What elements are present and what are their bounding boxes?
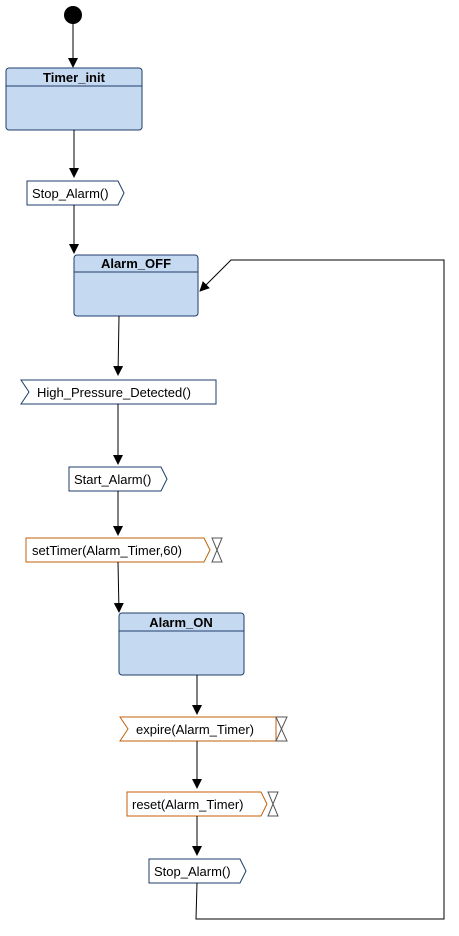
initial-state	[64, 6, 82, 24]
signal-stop-alarm-2-label: Stop_Alarm()	[154, 864, 231, 879]
edge-set-timer-to-alarm-on	[113, 561, 124, 613]
timer-set-timer[interactable]: setTimer(Alarm_Timer,60)	[25, 537, 223, 563]
state-alarm-on[interactable]: Alarm_ON	[118, 612, 245, 676]
edge-alarm-off-to-high-pressure	[113, 315, 124, 376]
signal-stop-alarm-2[interactable]: Stop_Alarm()	[148, 858, 247, 884]
timer-expire-label: expire(Alarm_Timer)	[136, 722, 254, 737]
timer-reset[interactable]: reset(Alarm_Timer)	[126, 791, 279, 817]
timer-set-timer-label: setTimer(Alarm_Timer,60)	[32, 543, 182, 558]
hourglass-icon	[211, 537, 223, 563]
signal-stop-alarm-1-label: Stop_Alarm()	[32, 186, 109, 201]
state-timer-init-label: Timer_init	[43, 70, 106, 85]
edge-loop-back-to-alarm-off	[195, 259, 445, 920]
signal-high-pressure-detected[interactable]: High_Pressure_Detected()	[20, 379, 217, 405]
state-timer-init[interactable]: Timer_init	[5, 67, 143, 131]
hourglass-icon	[275, 716, 288, 742]
signal-stop-alarm-1[interactable]: Stop_Alarm()	[26, 180, 125, 206]
signal-high-pressure-detected-label: High_Pressure_Detected()	[37, 385, 191, 400]
state-alarm-on-label: Alarm_ON	[149, 615, 213, 630]
state-alarm-off-label: Alarm_OFF	[101, 256, 171, 271]
signal-start-alarm[interactable]: Start_Alarm()	[68, 466, 168, 492]
timer-expire[interactable]: expire(Alarm_Timer)	[119, 716, 288, 742]
hourglass-icon	[267, 791, 279, 817]
state-alarm-off[interactable]: Alarm_OFF	[73, 254, 199, 317]
timer-reset-label: reset(Alarm_Timer)	[132, 797, 243, 812]
signal-start-alarm-label: Start_Alarm()	[74, 472, 151, 487]
